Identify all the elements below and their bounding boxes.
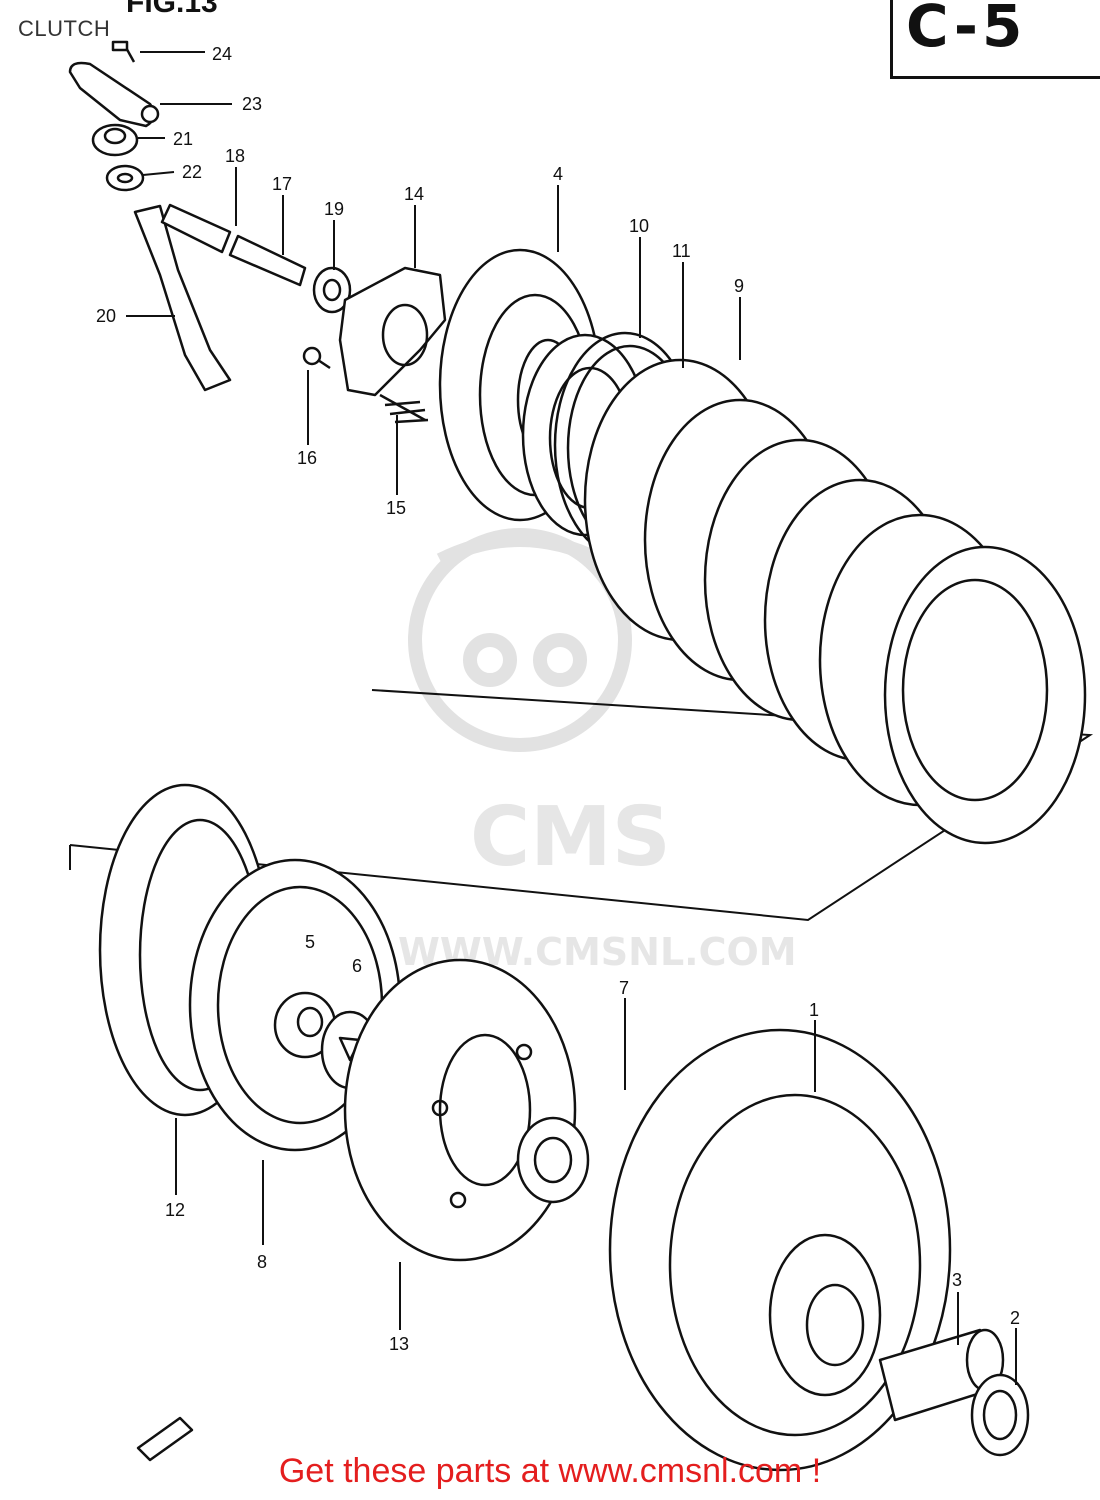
callout-19: 19 <box>324 199 344 219</box>
callout-6: 6 <box>352 956 362 976</box>
callout-23: 23 <box>242 94 262 114</box>
callout-8: 8 <box>257 1252 267 1272</box>
callout-10: 10 <box>629 216 649 236</box>
section-label: CLUTCH <box>18 16 111 41</box>
leader-lines <box>126 51 1017 1385</box>
part-1-clutch-housing <box>608 1028 952 1472</box>
page-code-box <box>890 0 1100 79</box>
part-7-thrust-washer <box>516 1116 590 1204</box>
footer-promo-link[interactable]: Get these parts at www.cmsnl.com ! <box>278 1452 822 1490</box>
part-14-pressure-plate <box>338 266 447 397</box>
callout-9: 9 <box>734 276 744 296</box>
callout-4: 4 <box>553 164 563 184</box>
callout-18: 18 <box>225 146 245 166</box>
callout-17: 17 <box>272 174 292 194</box>
part-9-drive-plates <box>583 358 1087 845</box>
callout-13: 13 <box>389 1334 409 1354</box>
part-23-lever <box>68 61 160 128</box>
callout-labels: 24 23 21 22 18 17 19 14 4 10 11 9 20 16 … <box>96 44 1020 1354</box>
callout-3: 3 <box>952 1270 962 1290</box>
callout-22: 22 <box>182 162 202 182</box>
part-20-release-shaft <box>133 204 232 392</box>
part-13-clutch-inner-hub <box>343 958 577 1262</box>
watermark-logo-text: CMS <box>470 790 671 885</box>
part-24-bolt <box>111 40 136 63</box>
callout-21: 21 <box>173 129 193 149</box>
part-21-oil-seal <box>91 123 139 157</box>
callout-16: 16 <box>297 448 317 468</box>
part-22-washer <box>105 164 145 192</box>
callout-12: 12 <box>165 1200 185 1220</box>
figure-label: FIG.13 <box>126 0 218 19</box>
callout-20: 20 <box>96 306 116 326</box>
callout-14: 14 <box>404 184 424 204</box>
callout-24: 24 <box>212 44 232 64</box>
page-code: C-5 <box>906 0 1027 60</box>
watermark-mascot <box>408 528 632 752</box>
part-19-bearing <box>312 266 352 314</box>
part-18-spring <box>160 203 232 254</box>
callout-11: 11 <box>672 241 691 261</box>
part-2-washer <box>970 1373 1030 1457</box>
part-15-clutch-spring <box>379 393 429 424</box>
part-17-push-rod <box>228 234 307 287</box>
callout-1: 1 <box>809 1000 819 1020</box>
callout-2: 2 <box>1010 1308 1020 1328</box>
callout-15: 15 <box>386 498 406 518</box>
callout-7: 7 <box>619 978 629 998</box>
part-16-bolt <box>302 346 331 370</box>
front-arrow-icon <box>136 1416 194 1462</box>
callout-5: 5 <box>305 932 315 952</box>
